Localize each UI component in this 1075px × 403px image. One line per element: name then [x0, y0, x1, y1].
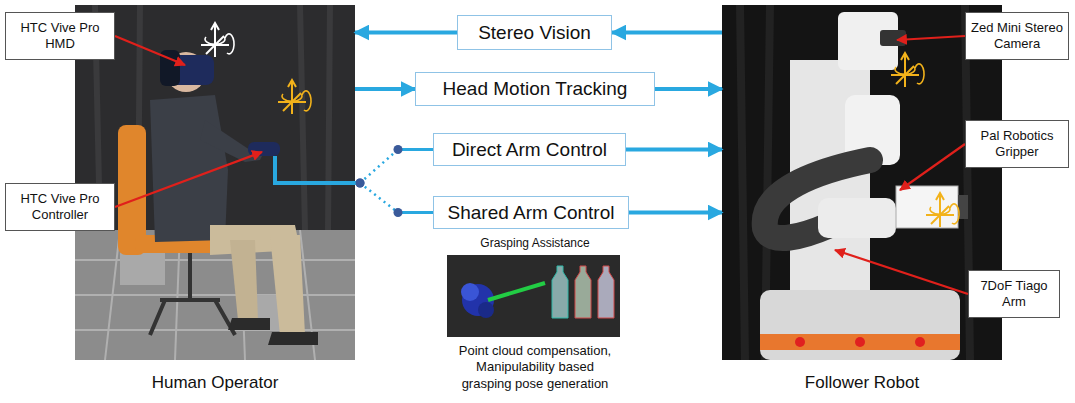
- connector: [355, 179, 433, 218]
- illustration-shape: [270, 235, 305, 335]
- junction-dot: [356, 179, 365, 188]
- connector: [897, 36, 965, 40]
- connector: [115, 36, 185, 65]
- illustration-shape: [278, 80, 311, 114]
- connector-part: [360, 150, 398, 184]
- box-label: Head Motion Tracking: [443, 78, 628, 100]
- illustration-shape: [855, 337, 865, 347]
- photo-panel: Human Operator: [75, 5, 355, 397]
- leader-arrow: [115, 152, 262, 207]
- flow-arrow: [355, 87, 415, 91]
- connector: [835, 250, 968, 294]
- junction-dot: [394, 208, 403, 217]
- photo-area: [722, 5, 1002, 360]
- illustration-shape: [447, 255, 620, 337]
- junction-dot: [394, 145, 403, 154]
- channel-box: Head Motion Tracking: [415, 72, 655, 106]
- illustration-shape: [880, 30, 906, 46]
- illustration-shape: [120, 250, 165, 285]
- box-label: 7DoF Tiago Arm: [974, 278, 1054, 309]
- annotation: Point cloud compensation, Manipulability…: [450, 343, 620, 392]
- callout-box: 7DoF Tiago Arm: [968, 270, 1060, 318]
- box-label: Stereo Vision: [478, 22, 591, 44]
- photo-panel: Follower Robot: [722, 5, 1002, 397]
- panel-title: Human Operator: [75, 373, 355, 393]
- connector-part: [398, 211, 433, 214]
- flow-arrow: [612, 31, 722, 35]
- annotation-text: Grasping Assistance: [480, 236, 589, 250]
- robot-photo: [722, 5, 1002, 360]
- illustration-shape: [248, 142, 280, 156]
- connector: [115, 152, 262, 207]
- panel-title: Follower Robot: [722, 373, 1002, 393]
- box-label: Pal Robotics Gripper: [971, 128, 1063, 159]
- illustration-shape: [760, 290, 960, 360]
- box-label: HTC Vive Pro Controller: [11, 191, 109, 222]
- connector: [612, 32, 722, 33]
- connector-part: [398, 148, 433, 151]
- illustration-shape: [75, 5, 355, 360]
- illustration-shape: [478, 302, 494, 318]
- box-label: Zed Mini Stereo Camera: [971, 20, 1063, 51]
- flow-arrow: [655, 87, 722, 91]
- leader-arrow: [900, 144, 965, 190]
- flow-arrow: [629, 211, 722, 215]
- illustration-shape: [488, 283, 545, 300]
- callout-box: Zed Mini Stereo Camera: [965, 12, 1069, 60]
- channel-box: Stereo Vision: [457, 15, 612, 50]
- photo-area: [75, 5, 355, 360]
- illustration-shape: [915, 337, 925, 347]
- illustration-shape: [275, 156, 356, 183]
- illustration-shape: [926, 193, 959, 227]
- illustration-shape: [201, 23, 234, 57]
- annotation-text: Point cloud compensation, Manipulability…: [459, 343, 611, 391]
- connector: [629, 212, 722, 213]
- connector: [355, 32, 457, 33]
- illustration-shape: [598, 266, 614, 318]
- channel-box: Direct Arm Control: [433, 133, 626, 166]
- illustration-shape: [150, 253, 235, 335]
- illustration-shape: [891, 53, 924, 87]
- connector-part: [360, 183, 398, 213]
- callout-box: HTC Vive Pro HMD: [5, 12, 115, 60]
- connector: [655, 89, 722, 90]
- connector: [355, 89, 415, 90]
- illustration-shape: [575, 266, 591, 318]
- point-cloud-image: [447, 255, 620, 337]
- leader-arrow: [115, 36, 185, 65]
- channel-box: Shared Arm Control: [433, 196, 629, 229]
- connector: [355, 145, 433, 188]
- illustration-shape: [228, 318, 318, 345]
- box-label: Direct Arm Control: [452, 139, 607, 161]
- illustration-shape: [760, 334, 960, 350]
- callout-box: Pal Robotics Gripper: [965, 120, 1069, 168]
- box-label: HTC Vive Pro HMD: [11, 20, 109, 51]
- illustration-shape: [552, 266, 568, 318]
- flow-arrow: [626, 148, 722, 152]
- illustration-shape: [461, 283, 479, 301]
- leader-arrow: [897, 36, 965, 40]
- leader-arrow: [835, 250, 968, 294]
- annotation: Grasping Assistance: [435, 236, 635, 251]
- callout-box: HTC Vive Pro Controller: [5, 183, 115, 231]
- illustration-shape: [230, 240, 258, 320]
- junction-dot: [356, 179, 365, 188]
- box-label: Shared Arm Control: [448, 202, 615, 224]
- flow-arrow: [355, 31, 457, 35]
- illustration-shape: [722, 5, 1002, 360]
- operator-photo: [75, 5, 356, 360]
- illustration-shape: [740, 5, 970, 360]
- connector: [900, 144, 965, 190]
- illustration-shape: [795, 337, 805, 347]
- illustration-shape: [818, 198, 896, 238]
- connector: [626, 149, 722, 150]
